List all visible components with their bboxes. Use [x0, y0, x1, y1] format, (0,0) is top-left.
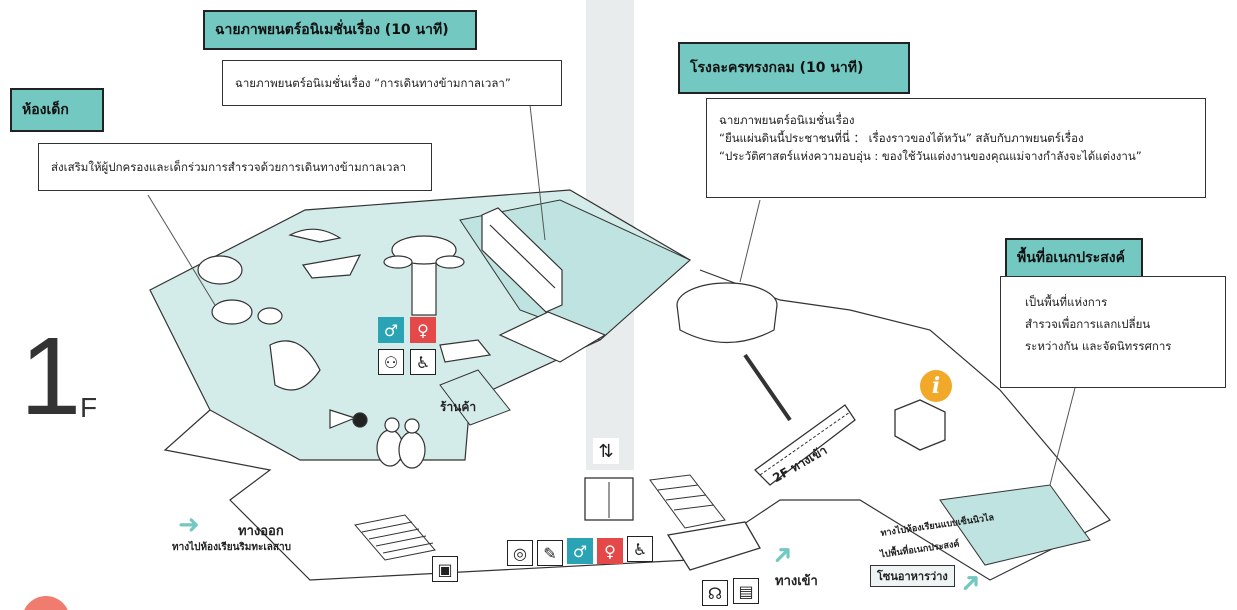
men-toilet-bottom-icon: ♂: [567, 538, 593, 564]
multipurpose-line3: ระหว่างกัน และจัดนิทรรศการ: [1025, 339, 1172, 353]
stairs-center: [649, 474, 726, 529]
multipurpose-line1: เป็นพื้นที่แห่งการ: [1025, 295, 1108, 309]
dome-theater-line1: ฉายภาพยนตร์อนิเมชั่นเรื่อง: [719, 113, 855, 127]
heart-icon: [22, 596, 70, 610]
train-carriage: [481, 207, 563, 313]
exit-label: ทางออก: [238, 524, 284, 539]
men-toilet-icon: ♂: [378, 317, 404, 343]
animation-title: ฉายภาพยนตร์อนิเมชั่นเรื่อง (10 นาที): [203, 10, 477, 50]
dome-theater-line3: “ประวัติศาสตร์แห่งความอบอุ่น : ของใช้วัน…: [719, 149, 1142, 163]
multipurpose-title: พื้นที่อเนกประสงค์: [1005, 238, 1143, 278]
multipurpose-description: เป็นพื้นที่แห่งการ สำรวจเพื่อการแลกเปลี่…: [1000, 276, 1226, 388]
exit-sub-label: ทางไปห้องเรียนริมทะเลสาบ: [172, 542, 291, 553]
gramophone-sculpture: [329, 409, 368, 429]
shop-label: ร้านค้า: [440, 400, 477, 414]
fish-sculpture: [269, 340, 321, 391]
women-toilet-icon: ♀: [410, 317, 436, 343]
goat-sculpture: [439, 339, 492, 363]
leader-lines: [147, 104, 1076, 486]
women-toilet-bottom-icon: ♀: [597, 538, 623, 564]
exit-arrow-icon: ➜: [178, 510, 200, 540]
headphones-icon: ☊: [702, 580, 728, 606]
info-desk: [894, 399, 946, 451]
figure-sculptures: [376, 417, 426, 469]
tree-sculpture: [383, 235, 465, 316]
info-counter: [666, 521, 761, 571]
locker-icon: ▣: [432, 556, 458, 582]
multipurpose-line2: สำรวจเพื่อการแลกเปลี่ยน: [1025, 317, 1151, 331]
info-icon: i: [920, 370, 952, 402]
dome-theater-title: โรงละครทรงกลม (10 นาที): [678, 42, 910, 94]
shop-area: [439, 369, 511, 426]
dome-theater-body: [676, 304, 778, 343]
duck-sculptures: [197, 255, 283, 325]
floor-letter: F: [80, 392, 98, 423]
accessible-toilet-icon: ♿: [410, 349, 436, 375]
stairs-left: [354, 514, 436, 561]
boat-sculpture: [301, 254, 362, 279]
theater-support: [743, 353, 792, 422]
dome-theater-line2: “ยืนแผ่นดินนี้ประชาชนที่นี่ ： เรื่องราวข…: [719, 131, 1084, 145]
escalator: [754, 404, 856, 486]
elevator-icon: ⇅: [593, 438, 619, 464]
entrance-label: ทางเข้า: [775, 574, 818, 589]
family-toilet-icon: ⚇: [378, 349, 404, 375]
kids-room-description: ส่งเสริมให้ผู้ปกครองและเด็กร่วมการสำรวจด…: [38, 143, 432, 191]
dining-board-label: โซนอาหารว่าง: [870, 565, 955, 587]
animation-description: ฉายภาพยนตร์อนิเมชั่นเรื่อง “การเดินทางข้…: [222, 60, 562, 106]
floor-number: 1: [20, 315, 82, 438]
nursing-icon: ◎: [507, 540, 533, 566]
accessible-toilet-bottom-icon: ♿: [627, 536, 653, 562]
building-outline: [163, 269, 1111, 581]
multipurpose-area: [939, 484, 1091, 566]
exhibit-table: [498, 311, 607, 363]
brochure-icon: ▤: [733, 578, 759, 604]
baby-change-icon: ✎: [537, 540, 563, 566]
kids-room-title: ห้องเด็ก: [10, 88, 104, 132]
dome-theater-description: ฉายภาพยนตร์อนิเมชั่นเรื่อง “ยืนแผ่นดินนี…: [706, 98, 1206, 198]
bird-sculpture: [288, 228, 342, 243]
